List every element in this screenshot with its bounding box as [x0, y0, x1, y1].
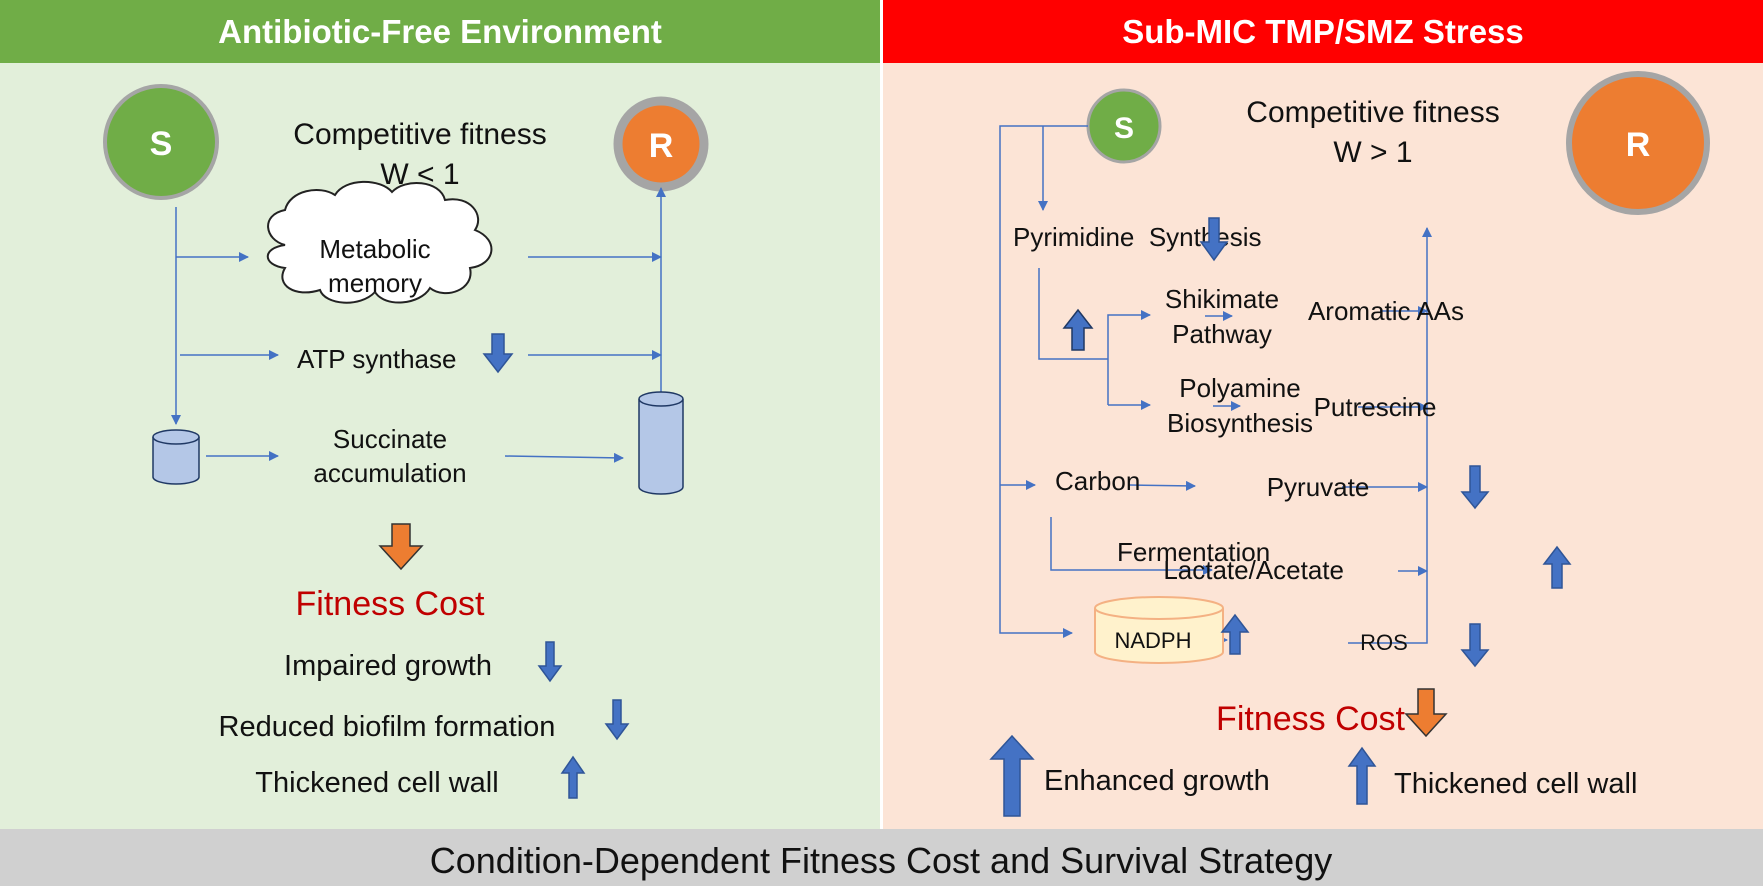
left-outcome-2-down-icon: [604, 699, 630, 741]
right-arrow-to-r: [1348, 227, 1432, 644]
enhanced-growth-up-arrow-icon: [989, 734, 1035, 817]
nadph-label: NADPH: [1114, 628, 1191, 653]
left-outcome-1-down-icon: [537, 641, 563, 683]
carbon-label: Carbon: [1055, 466, 1140, 496]
shikimate-line1: Shikimate: [1165, 284, 1279, 314]
left-node-s-label: S: [150, 125, 173, 163]
right-outer-trunk: [999, 125, 1088, 638]
fermentation-label: Fermentation: [1117, 537, 1270, 567]
right-arrow-carbon-pyruvate: [1128, 480, 1196, 491]
right-outcome-1: Enhanced growth: [1044, 765, 1270, 797]
right-fitness-label: Competitive fitness: [1246, 96, 1499, 129]
aromatic-aas-label: Aromatic AAs: [1308, 296, 1464, 326]
lactate-up-arrow-icon: [1542, 545, 1572, 589]
pyruvate-label: Pyruvate: [1267, 472, 1370, 502]
right-header-title: Sub-MIC TMP/SMZ Stress: [1122, 13, 1524, 50]
right-node-r-label: R: [1626, 126, 1651, 164]
panel-divider: [880, 0, 883, 830]
ros-down-arrow-icon: [1460, 623, 1490, 668]
right-header-bar: [883, 0, 1763, 63]
succinate-line1: Succinate: [333, 424, 447, 454]
right-fitness-value: W > 1: [1333, 136, 1412, 169]
right-fitness-cost-title: Fitness Cost: [1216, 700, 1405, 738]
atp-down-arrow-icon: [482, 333, 514, 374]
left-outcome-2: Reduced biofilm formation: [219, 711, 556, 743]
left-orange-down-arrow-icon: [378, 523, 424, 571]
left-node-r-label: R: [649, 127, 674, 165]
left-header-bar: [0, 0, 880, 63]
small-cylinder-icon: [152, 429, 200, 485]
footer-bar: [0, 829, 1763, 886]
right-outcome-2: Thickened cell wall: [1394, 768, 1637, 800]
ros-label: ROS: [1360, 630, 1408, 655]
left-fitness-cost-title: Fitness Cost: [296, 585, 485, 623]
metabolic-memory-line1: Metabolic: [319, 234, 430, 264]
left-outcome-1: Impaired growth: [284, 650, 492, 682]
left-node-r: R: [613, 96, 709, 192]
succinate-line2: accumulation: [313, 458, 466, 488]
pyrimidine-synthesis-label: Pyrimidine Synthesis: [1013, 222, 1262, 252]
right-arrow-fermentation: [1050, 517, 1213, 575]
shikimate-up-arrow-icon: [1062, 308, 1094, 351]
left-arrow-succinate-out: [504, 452, 624, 463]
polyamine-line1: Polyamine: [1179, 373, 1300, 403]
left-header-title: Antibiotic-Free Environment: [218, 13, 662, 50]
polyamine-line2: Biosynthesis: [1167, 408, 1313, 438]
right-orange-down-arrow-icon: [1404, 688, 1448, 738]
nadph-up-arrow-icon: [1220, 613, 1250, 655]
metabolic-memory-line2: memory: [328, 268, 422, 298]
tall-cylinder-icon: [638, 391, 684, 495]
cell-wall-up-arrow-icon: [1347, 746, 1377, 805]
right-pyrimidine-branch: [1038, 268, 1108, 360]
left-outcome-3-up-icon: [560, 755, 586, 799]
right-node-s-label: S: [1114, 112, 1134, 145]
right-arrow-to-shikimate: [1107, 310, 1151, 405]
metabolic-memory-cloud: Metabolic memory: [266, 180, 493, 304]
left-node-s: S: [103, 84, 219, 200]
putrescine-label: Putrescine: [1314, 392, 1437, 422]
pyruvate-down-arrow-icon: [1460, 465, 1490, 510]
pyrimidine-down-arrow-icon: [1199, 217, 1229, 262]
right-node-s: S: [1086, 88, 1162, 164]
left-fitness-label: Competitive fitness: [293, 118, 546, 151]
nadph-cylinder: NADPH: [1094, 596, 1224, 664]
shikimate-line2: Pathway: [1172, 319, 1272, 349]
footer-title: Condition-Dependent Fitness Cost and Sur…: [430, 840, 1332, 881]
atp-synthase-label: ATP synthase: [297, 344, 456, 374]
right-node-r: R: [1566, 71, 1710, 215]
left-outcome-3: Thickened cell wall: [255, 767, 498, 799]
lactate-acetate-label: Lactate/Acetate: [1163, 555, 1344, 585]
